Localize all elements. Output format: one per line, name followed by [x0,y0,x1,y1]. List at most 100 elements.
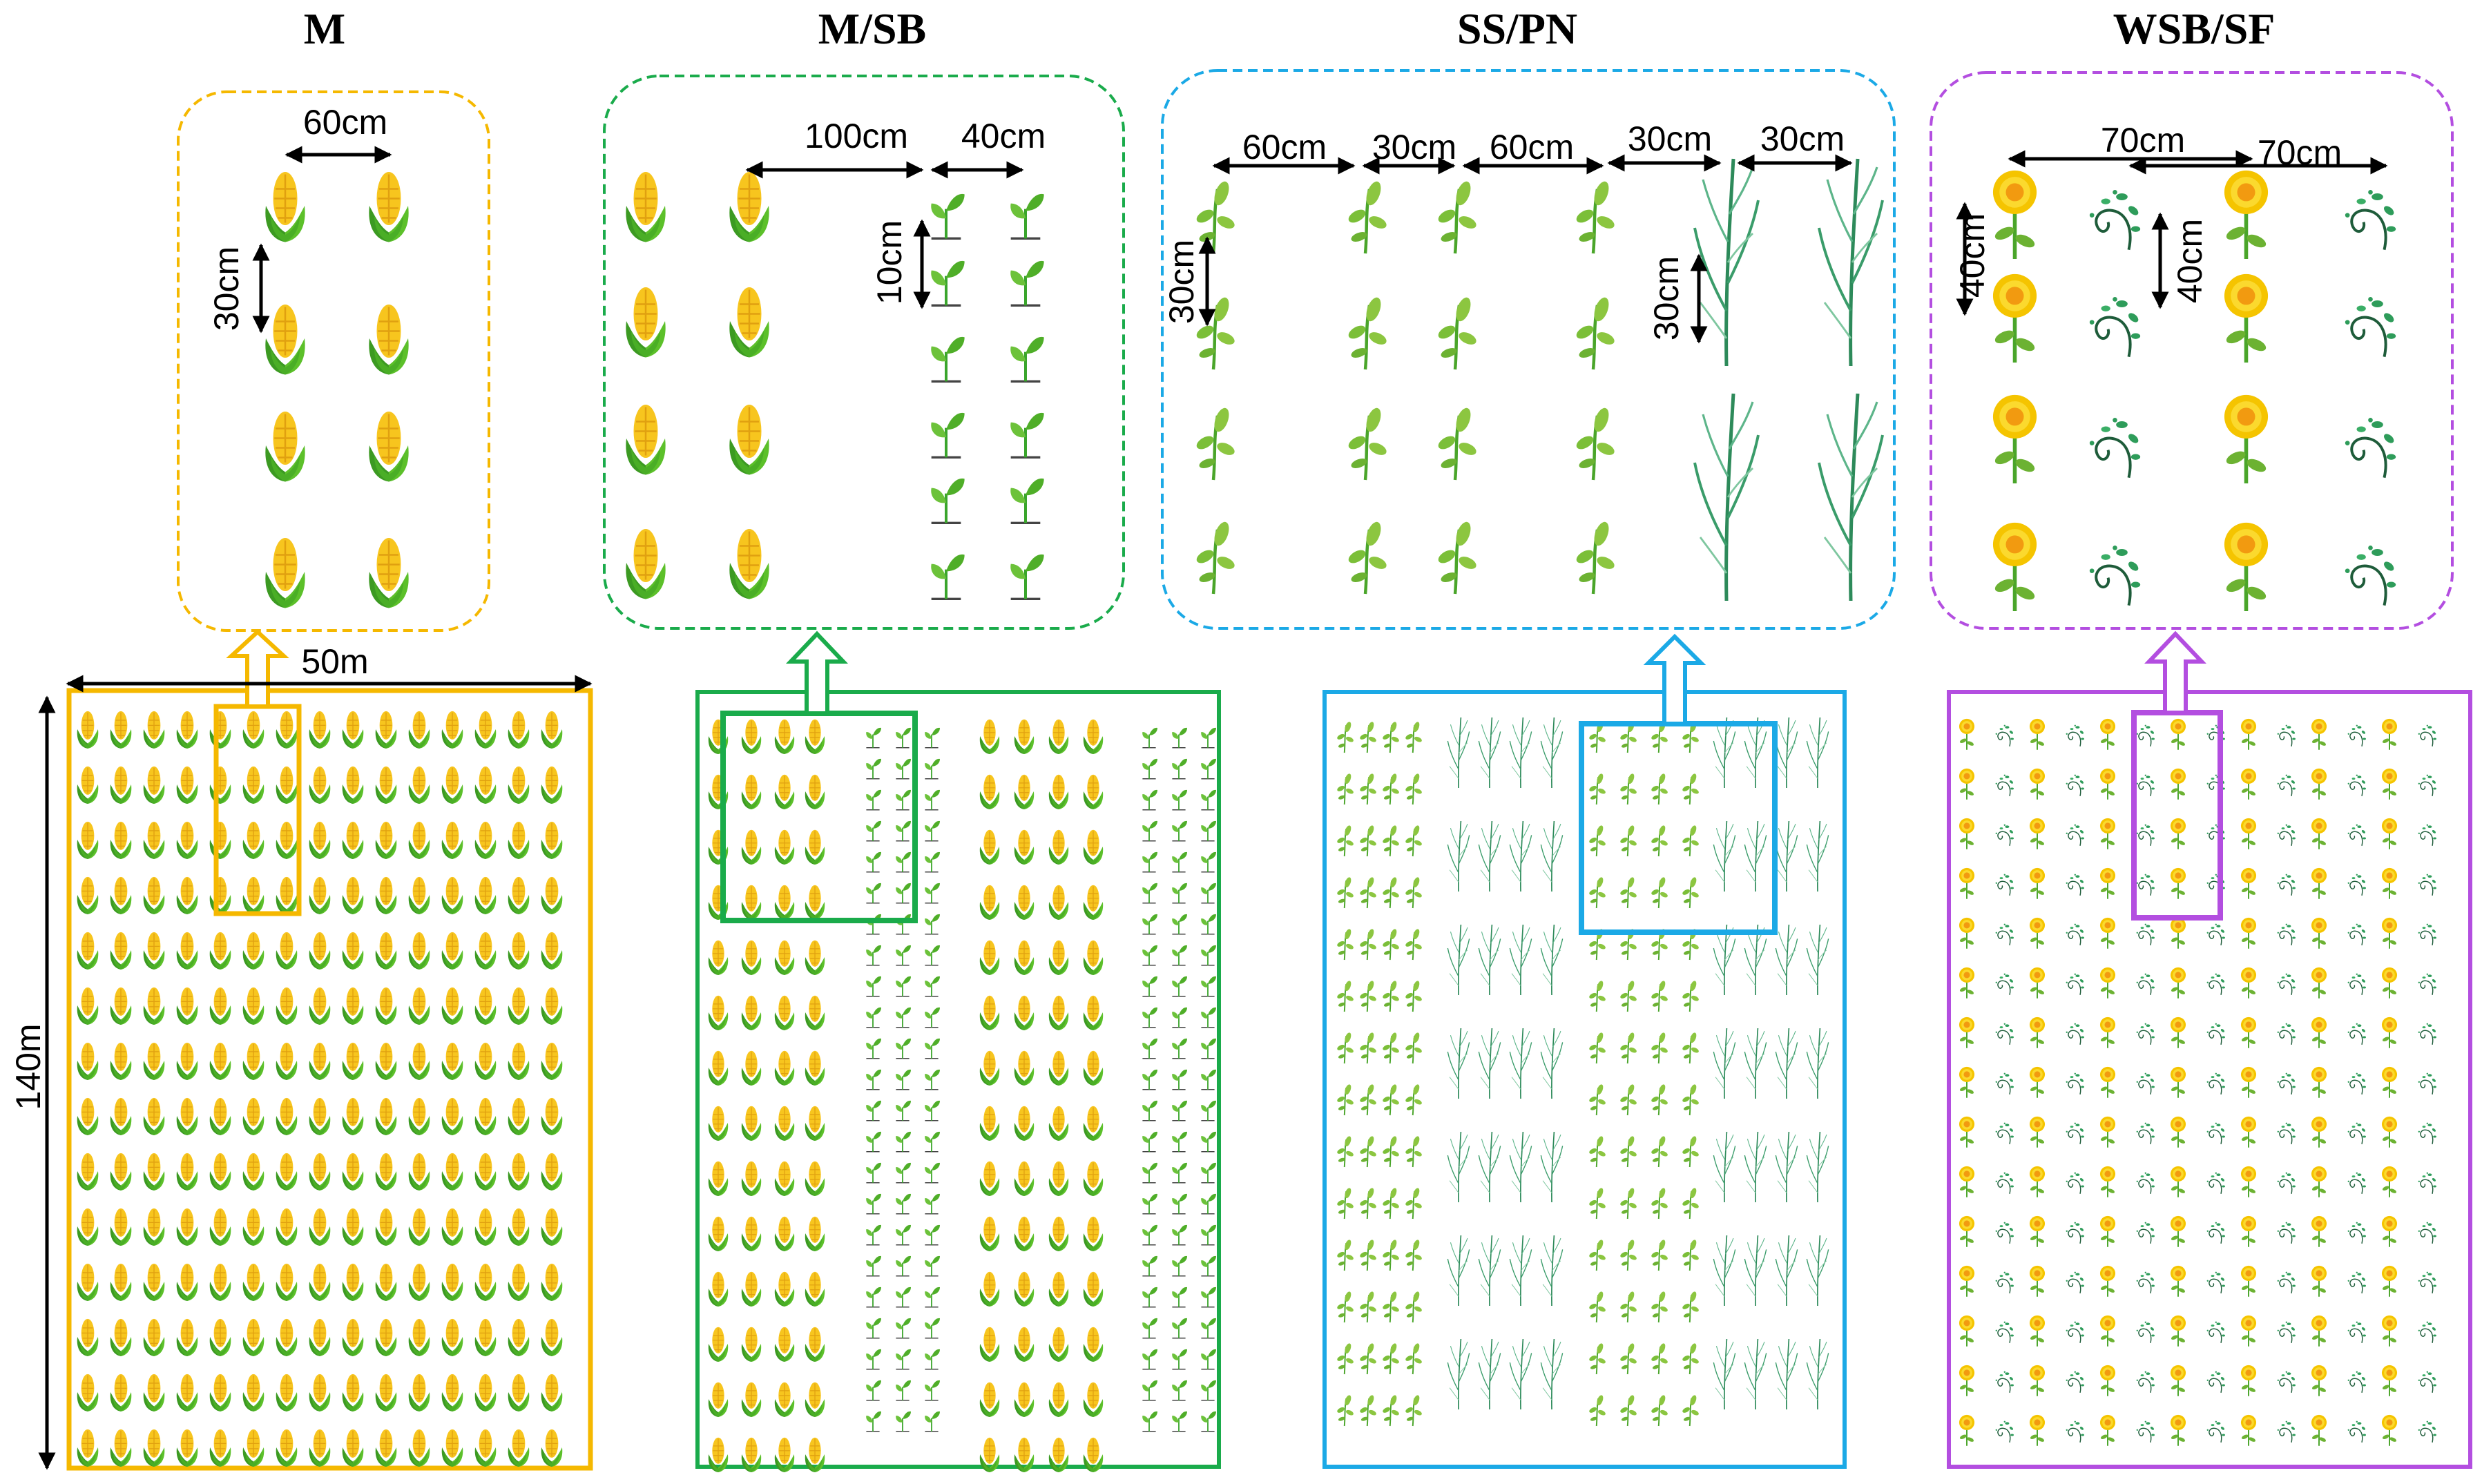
field-seedling-icon [1649,1186,1670,1220]
field-soybean-icon [924,851,941,873]
field-maize-icon [1048,829,1069,865]
field-soybean-icon [1200,1410,1218,1432]
field-maize-icon [441,766,463,804]
field-maize-icon [342,821,364,860]
msb-detail-plants [624,171,1043,599]
field-seedling-icon [1680,1290,1701,1323]
field-seedling-icon [1680,1083,1701,1116]
field-wild-soybean-icon [1994,1171,2014,1195]
field-soybean-icon [1171,789,1189,811]
field-maize-icon [508,932,530,970]
field-wild-soybean-icon [2276,1121,2296,1145]
field-soybean-icon [1171,1006,1189,1028]
field-wild-soybean-icon [2347,724,2367,747]
field-wild-soybean-icon [2065,1121,2085,1145]
field-maize-icon [1048,774,1069,810]
field-maize-icon [242,932,264,970]
field-wild-soybean-icon [2135,773,2155,797]
field-sunflower-icon [2380,1115,2398,1148]
field-grass-icon [1744,1131,1767,1203]
field-seedling-icon [1381,1186,1401,1220]
field-sunflower-icon [2380,817,2398,850]
field-soybean-icon [1142,882,1159,904]
field-maize-icon [375,766,397,804]
field-sunflower-icon [2028,1364,2046,1397]
field-sunflower-icon [1958,1016,1976,1049]
field-maize-icon [77,766,99,804]
field-seedling-icon [1618,1342,1639,1375]
field-maize-icon [1014,1327,1035,1362]
field-maize-icon [1048,1327,1069,1362]
field-seedling-icon [1587,1135,1608,1168]
field-sunflower-icon [2099,1016,2117,1049]
field-maize-icon [541,987,563,1025]
field-soybean-icon [1200,1286,1218,1308]
field-maize-icon [110,821,132,860]
field-maize-icon [441,1263,463,1302]
field-seedling-icon [1335,1238,1356,1271]
field-maize-icon [805,1161,825,1197]
field-grass-icon [1478,1338,1501,1410]
field-seedling-icon [1649,979,1670,1012]
field-wild-soybean-icon [2135,873,2155,896]
field-maize-icon [110,932,132,970]
field-sunflower-icon [2380,717,2398,751]
field-seedling-icon [1403,1394,1424,1427]
field-soybean-icon [865,944,883,966]
field-wild-soybean-icon [2276,1420,2296,1443]
field-seedling-icon [1649,1135,1670,1168]
field-soybean-icon [865,1037,883,1059]
field-sunflower-icon [2028,1165,2046,1198]
field-maize-icon [1083,1161,1104,1197]
field-soybean-icon [924,1410,941,1432]
field-soybean-icon [1200,1006,1218,1028]
field-maize-icon [209,876,231,915]
field-maize-icon [1048,1161,1069,1197]
field-maize-icon [708,1050,729,1086]
field-wild-soybean-icon [2417,823,2437,847]
field-maize-icon [1014,1271,1035,1307]
field-maize-icon [1048,1106,1069,1141]
field-sunflower-icon [2380,867,2398,900]
field-maize-icon [1014,885,1035,921]
field-maize-icon [209,711,231,749]
field-grass-icon [1447,1131,1470,1203]
field-maize-icon [143,1042,165,1081]
field-maize-icon [1083,940,1104,976]
field-wild-soybean-icon [2417,873,2437,896]
field-sunflower-icon [2310,717,2328,751]
field-maize-icon [375,821,397,860]
field-grass-icon [1775,820,1798,892]
field-sunflower-icon [2169,1115,2187,1148]
field-sunflower-icon [2169,867,2187,900]
field-sunflower-icon [2169,966,2187,999]
field-maize-icon [375,711,397,749]
field-grass-icon [1775,924,1798,996]
field-sunflower-icon [2240,1215,2258,1248]
field-sunflower-icon [2028,717,2046,751]
field-sunflower-icon [2240,1165,2258,1198]
field-soybean-icon [895,726,912,749]
field-maize-icon [309,1208,331,1246]
field-maize-icon [408,1208,430,1246]
field-soybean-icon [1200,758,1218,780]
field-sunflower-icon [2310,817,2328,850]
field-grass-icon [1540,1131,1564,1203]
field-maize-icon [176,876,198,915]
field-wild-soybean-icon [2206,1022,2226,1045]
field-soybean-icon [924,913,941,935]
field-soybean-icon [1171,882,1189,904]
field-sunflower-icon [1958,1165,1976,1198]
field-grass-icon [1744,1028,1767,1099]
field-wild-soybean-icon [2135,1271,2155,1294]
field-soybean-icon [1171,1255,1189,1277]
field-sunflower-icon [2310,966,2328,999]
field-maize-icon [541,711,563,749]
field-maize-icon [242,1318,264,1357]
field-wild-soybean-icon [2347,1072,2367,1095]
field-soybean-icon [895,820,912,842]
field-wild-soybean-icon [1994,773,2014,797]
field-wild-soybean-icon [2417,923,2437,946]
field-soybean-icon [1142,1410,1159,1432]
field-soybean-icon [1171,1286,1189,1308]
